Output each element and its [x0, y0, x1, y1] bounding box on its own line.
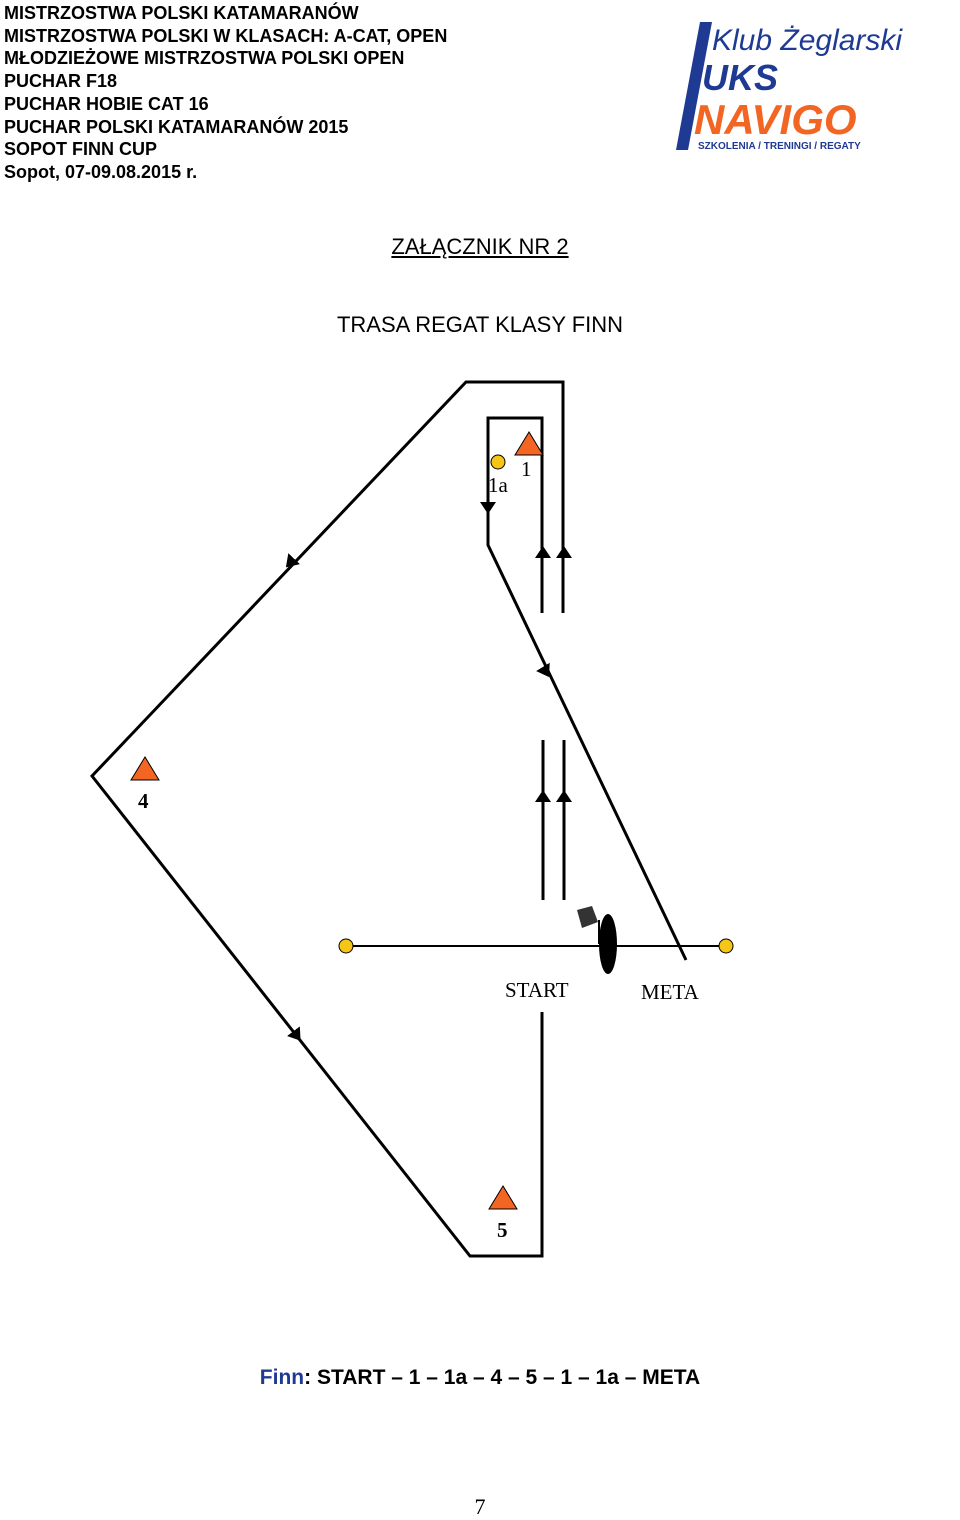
start-label: START [505, 978, 569, 1002]
mark-4-label: 4 [138, 789, 149, 813]
arrow-icon [285, 553, 300, 568]
sequence-text: START – 1 – 1a – 4 – 5 – 1 – 1a – META [311, 1366, 701, 1389]
committee-boat-icon [577, 906, 617, 974]
header-line: SOPOT FINN CUP [4, 139, 158, 160]
course-path-inner [486, 416, 688, 961]
attachment-title: ZAŁĄCZNIK NR 2 [391, 234, 569, 259]
page-number: 7 [474, 1494, 486, 1519]
mark-1-triangle-icon [514, 431, 544, 456]
class-name: Finn [259, 1366, 305, 1389]
mark-5-triangle-icon [488, 1185, 518, 1210]
pin-end-buoy-icon [338, 938, 354, 954]
header-line: MŁODZIEŻOWE MISTRZOSTWA POLSKI OPEN [4, 48, 405, 69]
finish-label: META [641, 980, 700, 1004]
course-title: TRASA REGAT KLASY FINN [336, 312, 624, 337]
header-line: Sopot, 07-09.08.2015 r. [4, 161, 198, 182]
header-line: MISTRZOSTWA POLSKI W KLASACH: A-CAT, OPE… [4, 25, 448, 46]
header-line: PUCHAR POLSKI KATAMARANÓW 2015 [4, 116, 349, 137]
logo-tagline: SZKOLENIA / TRENINGI / REGATY [698, 141, 861, 152]
mark-1-label: 1 [521, 457, 532, 481]
course-diagram: 1 1a 4 5 START META [90, 380, 734, 1258]
logo-club-name: Klub Żeglarski [712, 24, 903, 57]
header-line: PUCHAR HOBIE CAT 16 [4, 93, 209, 114]
logo-uks: UKS [702, 57, 778, 98]
mark-1a-label: 1a [488, 473, 509, 497]
regatta-header: MISTRZOSTWA POLSKI KATAMARANÓW MISTRZOST… [4, 2, 447, 184]
course-path-outer [90, 380, 565, 1258]
mark-1a-buoy-icon [490, 454, 506, 470]
class-separator: : [304, 1366, 312, 1389]
logo-slash [676, 22, 712, 150]
logo-navigo: NAVIGO [694, 96, 857, 143]
header-line: MISTRZOSTWA POLSKI KATAMARANÓW [4, 3, 359, 23]
header-line: PUCHAR F18 [4, 71, 118, 92]
finish-end-buoy-icon [718, 938, 734, 954]
mark-5-label: 5 [497, 1218, 508, 1242]
mark-4-triangle-icon [130, 756, 160, 781]
course-sequence: Finn: START – 1 – 1a – 4 – 5 – 1 – 1a – … [0, 1366, 960, 1390]
club-logo: Klub Żeglarski UKS NAVIGO SZKOLENIA / TR… [676, 22, 903, 152]
